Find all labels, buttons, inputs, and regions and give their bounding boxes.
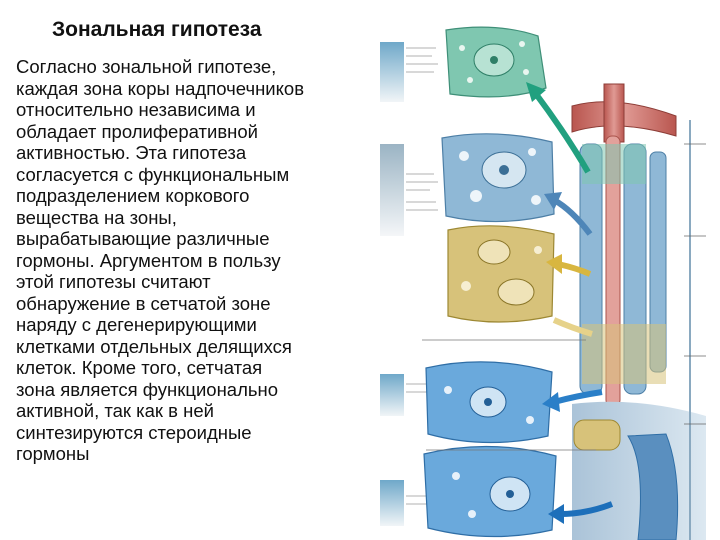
- zone-label-box: [380, 42, 438, 102]
- body-line: наряду с дегенерирующими: [16, 314, 257, 335]
- adrenal-zones-diagram: [380, 26, 706, 540]
- cortex-columns: [579, 135, 667, 407]
- adrenal-cortex-illustration: [376, 24, 720, 540]
- medulla-region: [572, 401, 706, 540]
- reticularis-cell-panel: [447, 225, 555, 323]
- body-line: синтезируются стероидные: [16, 421, 252, 443]
- medulla-cell-panel: [425, 361, 553, 444]
- fasciculata-cell-panel: [441, 133, 555, 223]
- body-line: обладает пролиферативной: [16, 120, 258, 142]
- zone-label-box: [380, 480, 434, 526]
- body-line: Согласно зональной гипотезе,: [16, 56, 277, 77]
- body-line: клетками отдельных делящихся: [16, 335, 292, 357]
- body-line: зона является функционально: [16, 378, 279, 400]
- body-line: каждая зона коры надпочечников: [16, 77, 305, 99]
- body-line: относительно независима и: [16, 99, 256, 120]
- body-line: гормоны: [16, 443, 90, 464]
- glomerulosa-cell-panel: [445, 26, 547, 98]
- medulla-cell-panel: [423, 445, 557, 538]
- body-line: вещества на зоны,: [16, 206, 177, 228]
- zone-label-box: [380, 144, 438, 236]
- pointer-lines: [422, 339, 596, 451]
- body-line: этой гипотезы считают: [16, 271, 211, 292]
- arrows: [526, 82, 614, 524]
- zone-scale: [684, 120, 706, 540]
- body-line: клеток. Кроме того, сетчатая: [16, 357, 263, 378]
- body-line: активной, так как в ней: [16, 400, 214, 421]
- body-line: подразделением коркового: [16, 185, 250, 206]
- body-line: гормоны. Аргументом в пользу: [16, 249, 281, 271]
- slide-body-text: Согласно зональной гипотезе, каждая зона…: [16, 56, 388, 465]
- capsule-vessel: [571, 83, 677, 143]
- body-line: согласуется с функциональным: [16, 163, 290, 185]
- body-line: вырабатывающие различные: [16, 228, 270, 249]
- body-line: активностью. Эта гипотеза: [16, 142, 247, 163]
- body-line: обнаружение в сетчатой зоне: [16, 292, 271, 314]
- slide-title: Зональная гипотеза: [52, 18, 262, 41]
